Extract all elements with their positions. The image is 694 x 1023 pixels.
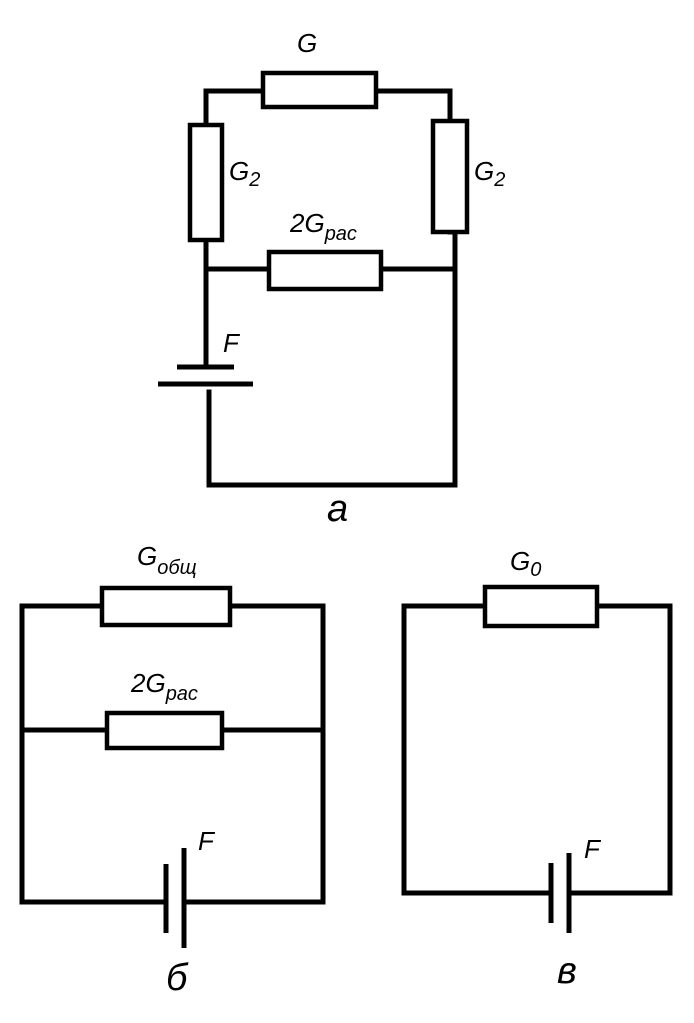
circuit-a: G G2 G2 2Gрас F а	[158, 28, 505, 530]
circuit-b-resistor-gobsh	[99, 585, 233, 628]
circuit-b-label-2grac: 2Gрас	[130, 668, 198, 705]
circuit-v-resistor-g0	[482, 584, 600, 629]
circuit-a-resistor-g	[260, 70, 379, 110]
circuit-a-label-f: F	[223, 328, 241, 358]
circuit-a-label-2grac: 2Gрас	[289, 208, 357, 245]
circuit-a-label-g: G	[297, 28, 317, 58]
circuit-b-label-f: F	[198, 826, 216, 856]
circuit-v: G0 F в	[401, 546, 673, 992]
circuit-a-left-wire	[203, 237, 458, 370]
circuit-v-label-g0: G0	[510, 546, 541, 581]
circuit-v-label-f: F	[584, 834, 602, 864]
circuit-a-resistor-g2-right	[430, 118, 470, 235]
circuit-a-resistor-2grac	[266, 249, 384, 292]
circuit-b: Gобщ 2Gрас F б	[19, 541, 326, 999]
circuit-a-resistor-g2-left	[187, 122, 225, 243]
circuit-v-frame-wire	[401, 603, 673, 896]
circuit-b-resistor-2grac	[104, 710, 225, 751]
circuit-b-frame-wire	[19, 603, 326, 905]
circuit-a-label-g2-left: G2	[229, 156, 260, 191]
circuit-a-top-wire	[203, 88, 453, 128]
circuit-v-caption: в	[557, 950, 577, 992]
circuit-a-caption: а	[327, 488, 348, 530]
circuit-b-label-gobsh: Gобщ	[137, 541, 197, 579]
circuit-a-label-g2-right: G2	[474, 156, 505, 191]
circuit-b-caption: б	[166, 957, 189, 999]
